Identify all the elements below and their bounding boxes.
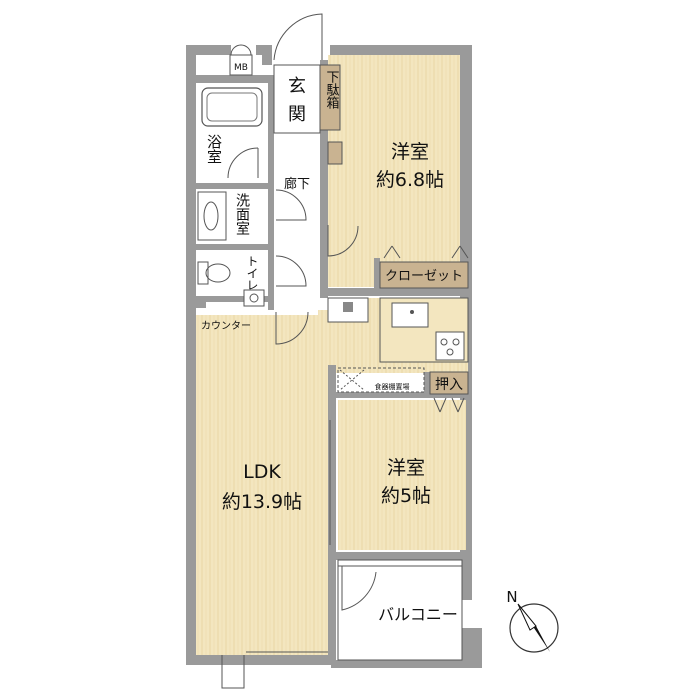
compass: N [506, 588, 559, 653]
sink-icon [391, 302, 429, 328]
compass-north-label: N [506, 588, 517, 606]
toilet-icon [205, 263, 231, 283]
oshiire [429, 371, 469, 413]
western-room-2-floor [338, 400, 466, 550]
closet-label: クローゼット [385, 269, 463, 284]
toilet-area [196, 250, 268, 308]
entrance-label-2: 関 [288, 104, 306, 125]
wash-basin-icon [203, 201, 219, 231]
oshiire-label: 押入 [435, 377, 463, 393]
stove-icon [435, 331, 465, 361]
entrance-label-1: 玄 [288, 76, 306, 97]
western-room-1-size: 約6.8帖 [376, 169, 444, 191]
meter-box-label: MB [234, 63, 248, 73]
room-labels: 玄 関 下駄箱 浴室 洗面室 トイレ 廊下 洋室 約6.8帖 クローゼット カウ… [201, 70, 463, 624]
shoe-box-label: 下駄箱 [324, 70, 340, 109]
shoe-box [319, 64, 341, 131]
inner-walls [196, 60, 472, 665]
doors [221, 189, 359, 689]
kitchen [327, 297, 469, 393]
bath-area [196, 83, 268, 183]
hallway-label: 廊下 [284, 176, 310, 192]
hallway-floor [272, 140, 328, 310]
bath-label: 浴室 [205, 134, 223, 164]
washroom-area [196, 189, 268, 244]
dish-storage-label: 食器棚置場 [375, 382, 410, 391]
balcony-area [337, 559, 463, 661]
ldk-floor [196, 315, 332, 655]
ldk-name: LDK [243, 461, 281, 483]
dish-storage [337, 367, 425, 393]
ldk-size: 約13.9帖 [222, 491, 302, 513]
bathtub [201, 87, 263, 127]
closet [379, 245, 469, 289]
washroom-label: 洗面室 [234, 193, 250, 235]
western-room-1-name: 洋室 [391, 141, 429, 163]
western-room-2-size: 約5帖 [381, 485, 431, 507]
counter-label: カウンター [201, 320, 251, 332]
balcony-label: バルコニー [378, 605, 458, 624]
toilet-label: トイレ [245, 255, 259, 291]
meter-box: MB [229, 44, 253, 76]
western-room-2-name: 洋室 [387, 457, 425, 479]
entrance-area [273, 13, 343, 165]
